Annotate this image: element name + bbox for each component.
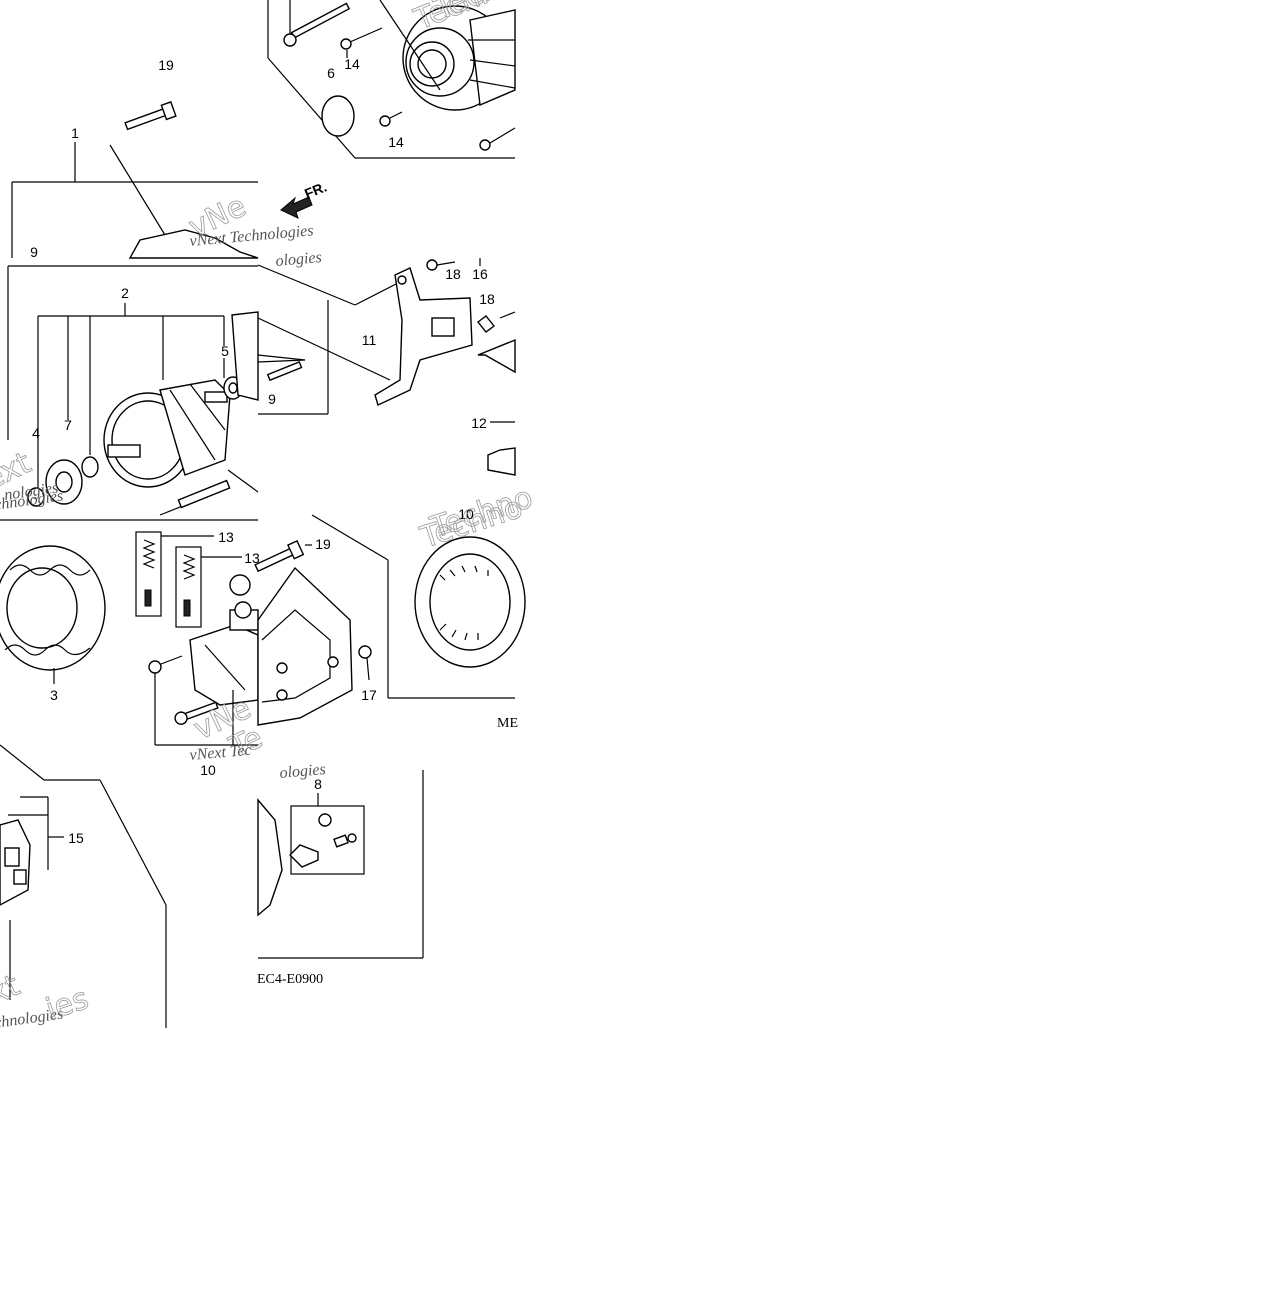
callout-7: 7 <box>64 417 72 433</box>
tile-middle-right: ologies <box>257 249 516 476</box>
tile-top-left: vNe <box>11 101 259 259</box>
watermark-3: vNext Tec <box>189 742 252 764</box>
tile-bottom-right: ologies <box>257 761 424 959</box>
callout-17: 17 <box>361 687 377 703</box>
brush-holder <box>189 574 259 706</box>
callout-10-lower: 10 <box>458 506 474 522</box>
callout-5: 5 <box>221 343 229 359</box>
rear-housing-top <box>128 229 259 259</box>
callout-6: 6 <box>327 65 335 81</box>
callout-13-a: 13 <box>218 529 234 545</box>
cover-12 <box>487 447 516 476</box>
tile-middle-left: ext chnologies <box>0 265 259 516</box>
callout-9-left: 9 <box>30 244 38 260</box>
svg-text:xt: xt <box>0 968 25 1012</box>
diagram-code-main: EC4-E0900 <box>257 972 323 987</box>
brush-box-1 <box>135 531 162 617</box>
end-frame <box>414 536 526 668</box>
callout-11: 11 <box>362 332 377 348</box>
callout-14-upper: 14 <box>344 56 360 72</box>
callout-1: 1 <box>71 125 79 141</box>
rear-cover <box>257 566 353 726</box>
front-housing <box>402 5 516 111</box>
svg-text:ologies: ologies <box>275 249 323 270</box>
regulator-15 <box>0 819 31 906</box>
callout-19-lower: 19 <box>315 536 331 552</box>
callout-3: 3 <box>50 687 58 703</box>
svg-text:ies: ies <box>42 981 93 1027</box>
callout-10: 10 <box>200 762 216 778</box>
callout-9-right: 9 <box>268 391 276 407</box>
washer-4 <box>27 487 45 507</box>
long-bolt-top <box>290 2 351 39</box>
callout-18-right: 18 <box>479 291 495 307</box>
callout-15: 15 <box>68 830 84 846</box>
spacer <box>81 456 99 478</box>
stator-edge <box>231 311 259 401</box>
housing-edge <box>257 798 283 917</box>
tile-top-right: Techno FR. <box>267 0 520 219</box>
direction-label: FR. <box>302 178 329 201</box>
rotor-assembly <box>103 379 231 488</box>
callout-8: 8 <box>314 776 322 792</box>
diagram-code-me: ME <box>497 716 518 731</box>
callout-19-top: 19 <box>158 57 174 73</box>
bracket-11 <box>374 267 473 406</box>
bolt-19-top <box>124 101 177 131</box>
callout-13-b: 13 <box>244 550 260 566</box>
bolt-19-lower <box>254 539 305 573</box>
nut-18-top <box>426 259 456 271</box>
stud-9 <box>266 361 303 382</box>
callout-18-top: 18 <box>445 266 461 282</box>
callout-4: 4 <box>32 425 40 441</box>
plate <box>477 338 516 374</box>
direction-arrow: FR. <box>280 178 329 219</box>
terminal-kit-8 <box>290 805 365 875</box>
callout-labels: 19 1 9 2 5 4 7 14 14 6 18 16 18 11 9 12 … <box>30 56 495 846</box>
o-ring-6 <box>321 95 355 137</box>
callout-16: 16 <box>472 266 488 282</box>
callout-12: 12 <box>471 415 487 431</box>
stator-3 <box>0 545 106 671</box>
svg-text:ologies: ologies <box>279 761 327 782</box>
screw-10 <box>174 701 219 725</box>
callout-2: 2 <box>121 285 129 301</box>
nut-18-right <box>477 315 495 333</box>
tile-lower-right: Techno Te <box>223 490 527 766</box>
brush-box-2 <box>175 546 202 628</box>
tile-lower-left: vNe <box>0 519 259 748</box>
tile-bottom-left: xt chnologies ies <box>0 744 167 1032</box>
callout-14-lower: 14 <box>388 134 404 150</box>
